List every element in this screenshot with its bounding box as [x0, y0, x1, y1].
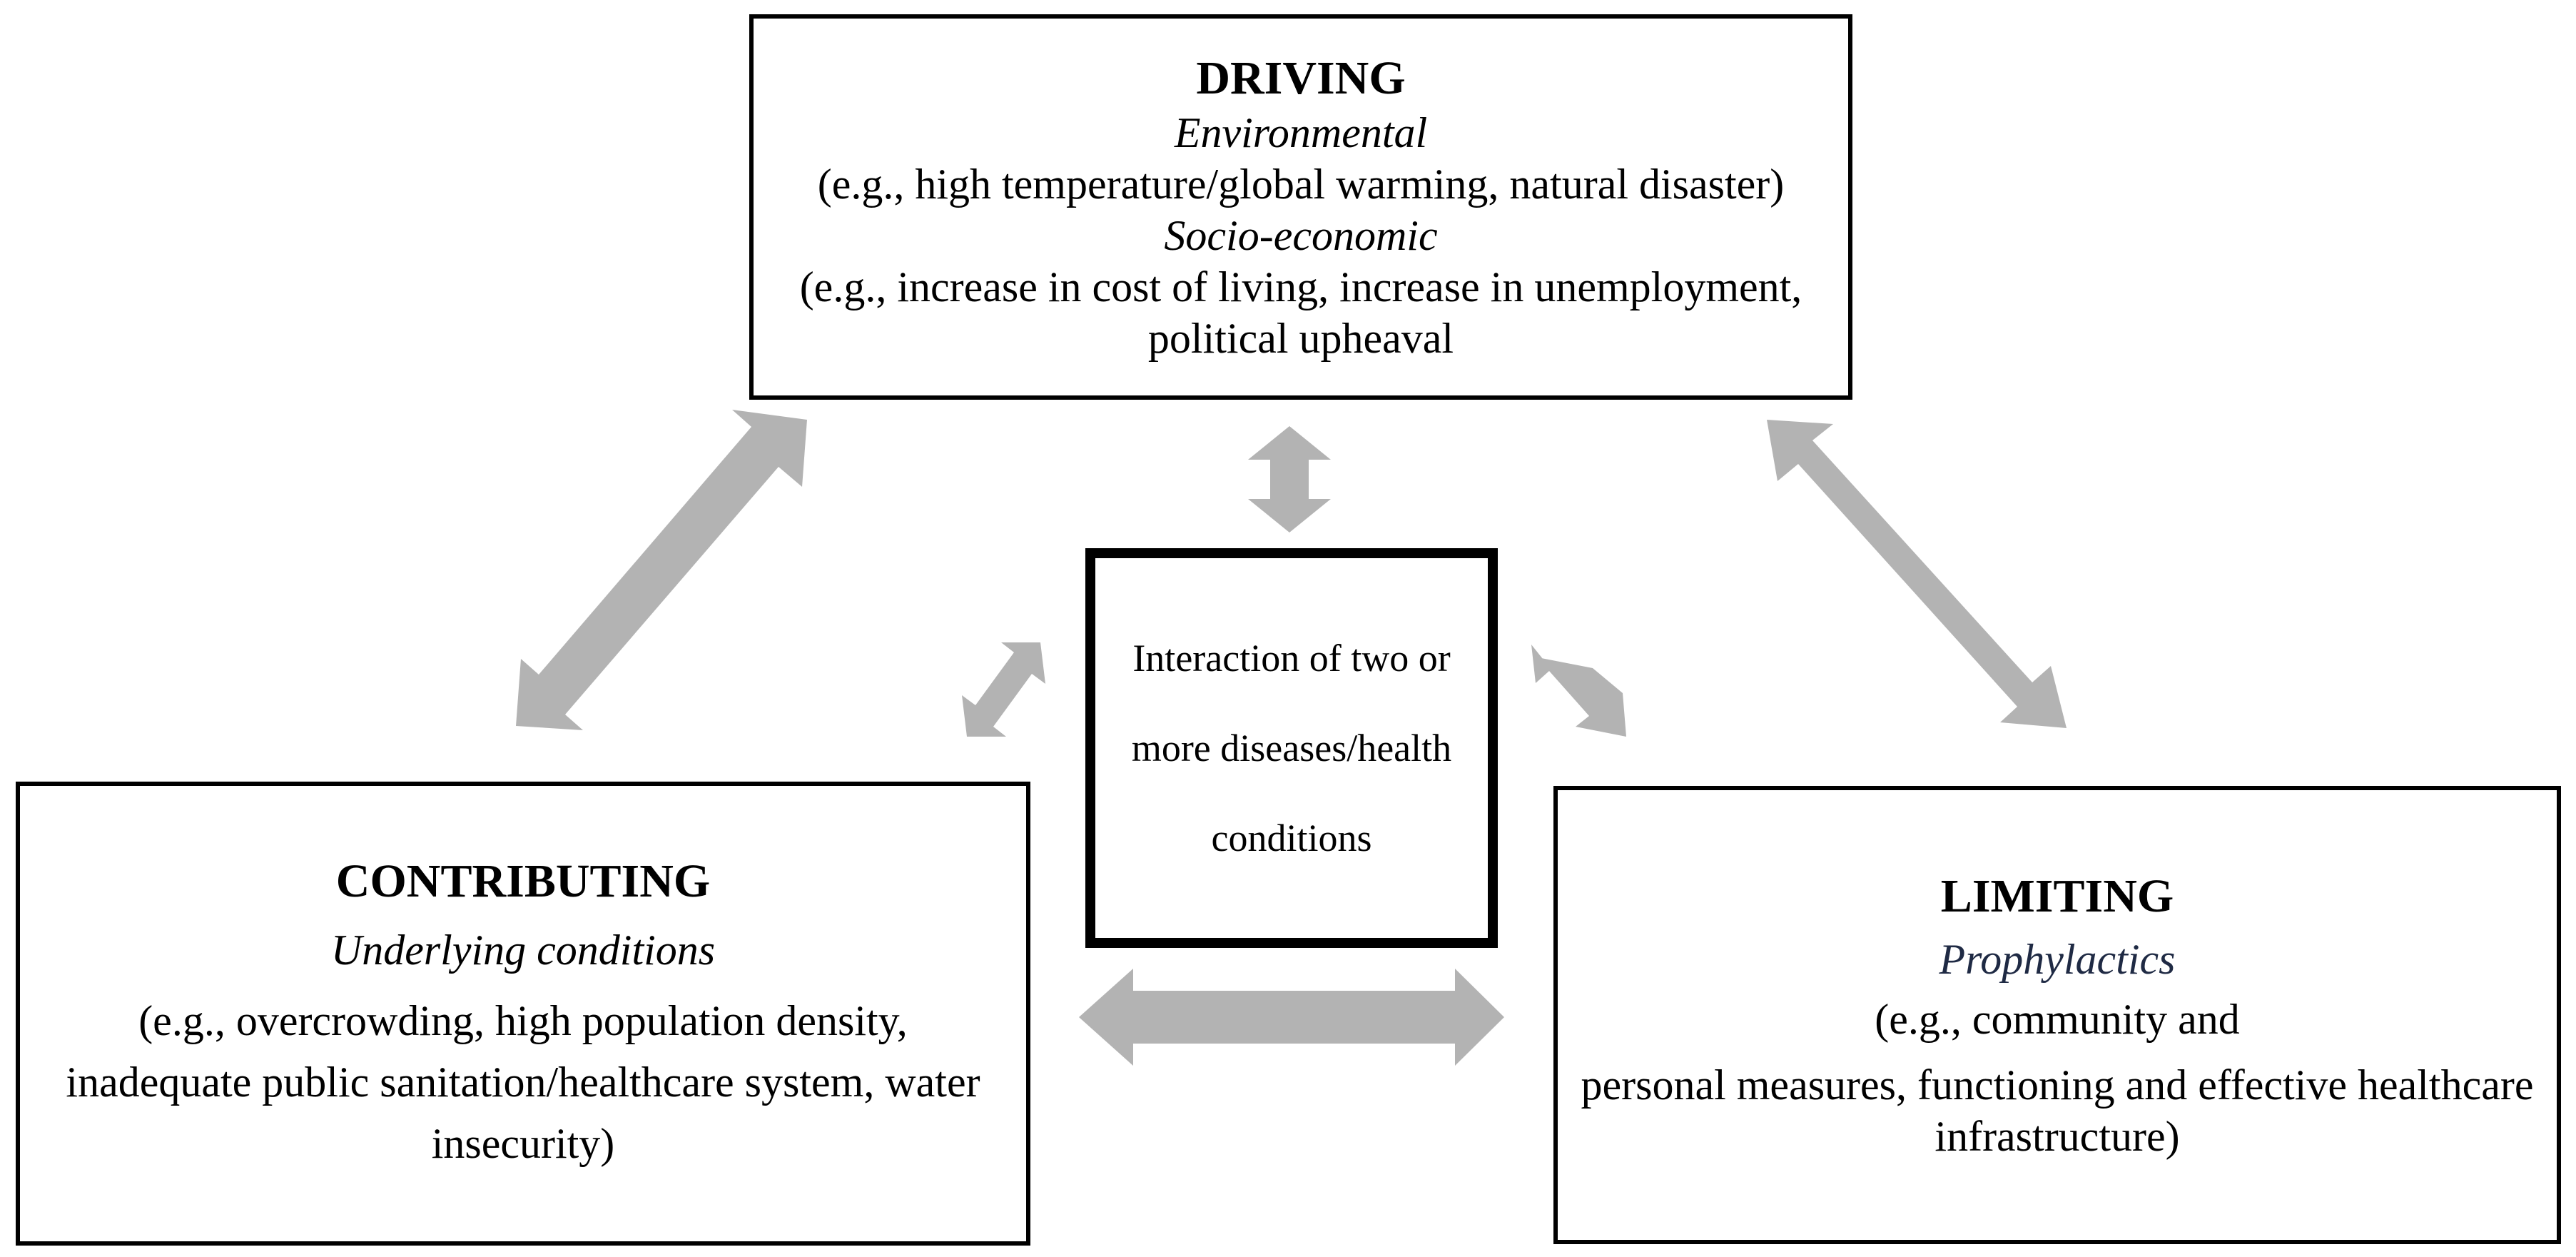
- contributing-title: CONTRIBUTING: [335, 855, 711, 907]
- limiting-title: LIMITING: [1940, 870, 2174, 922]
- arrow-driving-limiting: [1767, 420, 2067, 728]
- arrow-driving-interaction: [1248, 426, 1331, 532]
- prophylactics-examples-line1: (e.g., community and: [1875, 996, 2240, 1043]
- limiting-factors-box: LIMITING Prophylactics (e.g., community …: [1553, 786, 2561, 1244]
- driving-factors-box: DRIVING Environmental (e.g., high temper…: [749, 14, 1852, 400]
- prophylactics-label: Prophylactics: [1939, 936, 2176, 983]
- arrow-contributing-limiting: [1079, 969, 1504, 1066]
- interaction-box: Interaction of two or more diseases/heal…: [1085, 548, 1498, 948]
- underlying-conditions-examples: (e.g., overcrowding, high population den…: [66, 997, 980, 1167]
- arrow-contributing-interaction: [962, 642, 1045, 737]
- arrow-driving-contributing: [516, 410, 807, 730]
- prophylactics-examples-line2: personal measures, functioning and effec…: [1581, 1061, 2534, 1160]
- arrow-limiting-interaction: [1531, 645, 1626, 737]
- interaction-label: Interaction of two or more diseases/heal…: [1131, 637, 1452, 859]
- environmental-label: Environmental: [1174, 109, 1428, 156]
- environmental-examples: (e.g., high temperature/global warming, …: [817, 161, 1785, 208]
- contributing-factors-box: CONTRIBUTING Underlying conditions (e.g.…: [16, 782, 1030, 1246]
- driving-title: DRIVING: [1196, 52, 1406, 104]
- socio-economic-label: Socio-economic: [1164, 212, 1438, 259]
- underlying-conditions-label: Underlying conditions: [330, 927, 716, 974]
- socio-economic-examples: (e.g., increase in cost of living, incre…: [799, 263, 1802, 362]
